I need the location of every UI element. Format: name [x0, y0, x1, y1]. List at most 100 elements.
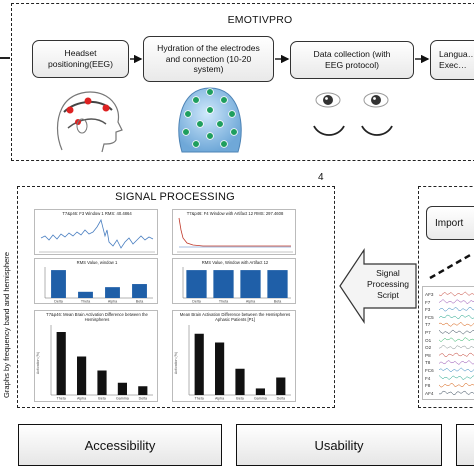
- bar: [56, 332, 66, 395]
- channel-label: F4: [425, 375, 431, 381]
- step-data-collection: Data collection (with EEG protocol): [290, 41, 414, 79]
- accessibility-box: Accessibility: [18, 424, 222, 466]
- eeg-trace: [439, 352, 474, 357]
- channel-label: P8: [425, 352, 431, 358]
- bar: [105, 287, 120, 298]
- channel-label: F8: [425, 383, 431, 389]
- import-button-label: Import: [435, 217, 464, 229]
- left-edge-arrow: [0, 57, 10, 59]
- step-arrows: [130, 54, 430, 64]
- channel-label: O1: [425, 337, 432, 343]
- emotivpro-title: EMOTIVPRO: [227, 14, 293, 26]
- x-tick-label: Delta: [54, 300, 62, 304]
- step-label: Langua… Exec…: [439, 49, 474, 70]
- eeg-trace: [439, 321, 474, 327]
- step-label: Hydration of the electrodes and connecti…: [157, 42, 260, 75]
- x-tick-label: Theta: [219, 300, 228, 304]
- eeg-trace: [439, 375, 474, 380]
- raw-signal-line: [39, 218, 155, 253]
- signal-processing-script-label: Signal Processing Script: [366, 268, 410, 301]
- bar: [276, 377, 286, 395]
- step-number: 4: [318, 172, 324, 183]
- import-dashed-arrow: [429, 252, 473, 280]
- plot-title: T7&p46: Mean Brain Activation Difference…: [46, 312, 148, 322]
- x-tick-label: Alpha: [108, 300, 117, 304]
- closed-eye-icon: [313, 125, 345, 136]
- eeg-trace: [439, 307, 474, 312]
- eeg-trace: [439, 383, 474, 388]
- eeg-trace: [439, 291, 474, 297]
- x-tick-label: Delta: [139, 397, 147, 401]
- plot-title: Mean Brain Activation Difference between…: [179, 312, 291, 322]
- electrode-icon: [84, 97, 92, 105]
- step-language-execution: Langua… Exec…: [430, 40, 474, 80]
- signal-processing-title: SIGNAL PROCESSING: [115, 191, 235, 203]
- channel-label: O2: [425, 345, 432, 351]
- x-tick-label: Delta: [192, 300, 200, 304]
- x-tick-label: Theta: [81, 300, 90, 304]
- bar: [132, 284, 147, 298]
- closed-eye-icon: [361, 125, 393, 136]
- electrode-icon: [102, 104, 110, 112]
- accessibility-label: Accessibility: [84, 437, 156, 453]
- side-label: Graphs by frequency band and hemisphere: [2, 251, 11, 398]
- eeg-traces: [439, 291, 474, 395]
- eeg-trace: [439, 329, 474, 335]
- signal-processing-section: [17, 186, 335, 408]
- raw-signal-line: [177, 217, 293, 253]
- raw-signal-plot-left: T7&p46: F3 Window 1 RMS: 40.4864: [34, 209, 158, 255]
- signal-processing-script-arrow: [339, 248, 417, 324]
- import-section: [418, 186, 474, 408]
- x-tick-label: Beta: [236, 397, 243, 401]
- bar-chart: Delta Theta Alpha Beta: [44, 267, 153, 304]
- usability-label: Usability: [314, 437, 364, 453]
- emotivpro-section: [11, 3, 474, 161]
- rms-bar-chart-left: RMS Value, window 1 Delta Theta Alpha Beta: [34, 258, 158, 304]
- bar: [235, 368, 245, 395]
- bar: [77, 356, 87, 395]
- channel-label: FC5: [425, 314, 434, 320]
- activation-chart-right: Mean Brain Activation Difference between…: [172, 310, 296, 402]
- bar: [78, 291, 93, 298]
- channel-label: F3: [425, 307, 431, 313]
- headset-head-icon: [56, 91, 123, 153]
- eeg-trace: [439, 360, 474, 365]
- eeg-trace: [439, 344, 474, 350]
- step-label: Headset positioning(EEG): [48, 48, 113, 69]
- bar: [138, 386, 148, 395]
- x-tick-label: Beta: [136, 300, 143, 304]
- bar: [215, 342, 225, 395]
- bar: [194, 333, 204, 395]
- channel-label: T8: [425, 360, 431, 366]
- eyes-illustration-icon: [313, 92, 393, 136]
- bar-chart: Delta Theta Alpha Beta: [182, 267, 291, 304]
- channel-label: AF4: [425, 390, 434, 396]
- raw-signal-plot-right: T7&p46: F4 Window with Artifact 12 RMS: …: [172, 209, 296, 255]
- bar: [97, 370, 107, 395]
- x-tick-label: Beta: [98, 397, 105, 401]
- eeg-trace: [439, 390, 474, 395]
- bar: [267, 270, 288, 298]
- bar: [117, 382, 127, 395]
- channel-label: FC6: [425, 367, 434, 373]
- plot-title: T7&p46: F3 Window 1 RMS: 40.4864: [62, 211, 132, 216]
- rms-bar-chart-right: RMS Value, Window with Artifact 12 Delta…: [172, 258, 296, 304]
- plot-title: RMS Value, window 1: [76, 260, 118, 265]
- step-headset-positioning: Headset positioning(EEG): [32, 40, 129, 78]
- channel-label: AF3: [425, 292, 434, 297]
- x-tick-label: Alpha: [215, 397, 224, 401]
- bar: [255, 388, 265, 395]
- x-tick-label: Alpha: [246, 300, 255, 304]
- plot-title: RMS Value, Window with Artifact 12: [201, 260, 269, 265]
- x-tick-label: Theta: [57, 397, 66, 401]
- third-bottom-box: [456, 424, 474, 466]
- channel-label: T7: [425, 322, 431, 328]
- plot-title: T7&p46: F4 Window with Artifact 12 RMS: …: [186, 211, 284, 216]
- activation-chart-left: T7&p46: Mean Brain Activation Difference…: [34, 310, 158, 402]
- bar: [186, 270, 207, 298]
- x-tick-label: Theta: [195, 397, 204, 401]
- x-tick-label: Beta: [274, 300, 281, 304]
- electrode-icon: [66, 106, 74, 114]
